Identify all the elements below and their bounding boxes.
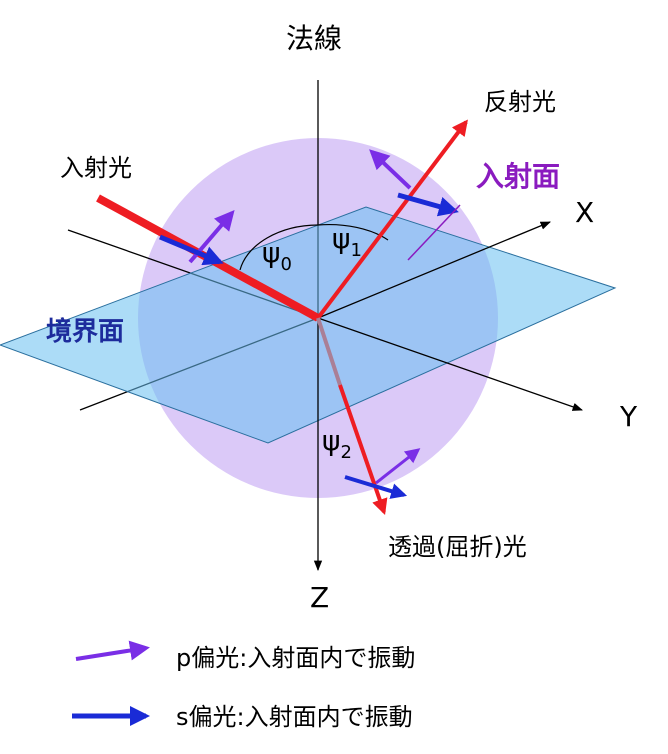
angle-arc-incidence — [239, 224, 319, 271]
axis-y-label: Y — [619, 400, 638, 433]
plane-label-pointer — [407, 204, 461, 261]
angle-incidence-subscript: 0 — [280, 254, 291, 275]
legend-p-label: p偏光:入射面内で振動 — [176, 644, 415, 672]
incident-light-label: 入射光 — [60, 154, 132, 182]
angle-reflection-subscript: 1 — [350, 240, 361, 261]
normal-label: 法線 — [286, 22, 342, 55]
reflected-light-label: 反射光 — [484, 88, 556, 116]
angle-reflection-symbol: ψ — [332, 222, 350, 255]
angle-refraction-label: ψ2 — [322, 424, 352, 463]
incident-s-arrow — [159, 234, 224, 266]
axis-x-label: X — [575, 196, 594, 229]
y-axis-front — [317, 317, 583, 411]
transmitted-s-arrow — [344, 475, 408, 499]
angle-arc-reflection — [317, 224, 389, 241]
transmitted-light-label: 透過(屈折)光 — [388, 533, 527, 561]
x-axis-front — [317, 221, 551, 319]
transmitted-p-arrow — [375, 448, 421, 485]
reflected-ray — [316, 119, 468, 320]
interface-plane — [0, 206, 617, 444]
transmitted-ray-under-plane — [316, 317, 342, 386]
reflected-p-arrow — [369, 149, 412, 190]
legend-s-label: s偏光:入射面内で振動 — [176, 703, 413, 731]
interface-label: 境界面 — [46, 316, 124, 347]
plane-of-incidence-label: 入射面 — [476, 160, 560, 193]
legend-p-arrow — [75, 640, 150, 661]
reflected-s-arrow — [397, 192, 459, 217]
transmitted-ray — [338, 384, 388, 516]
angle-incidence-symbol: ψ — [262, 236, 280, 269]
axis-z-label: Z — [310, 581, 329, 614]
angle-refraction-symbol: ψ — [322, 424, 340, 457]
angle-reflection-label: ψ1 — [332, 222, 362, 261]
angle-refraction-subscript: 2 — [340, 442, 351, 463]
angle-incidence-label: ψ0 — [262, 236, 292, 275]
legend: p偏光:入射面内で振動 s偏光:入射面内で振動 — [72, 640, 415, 731]
